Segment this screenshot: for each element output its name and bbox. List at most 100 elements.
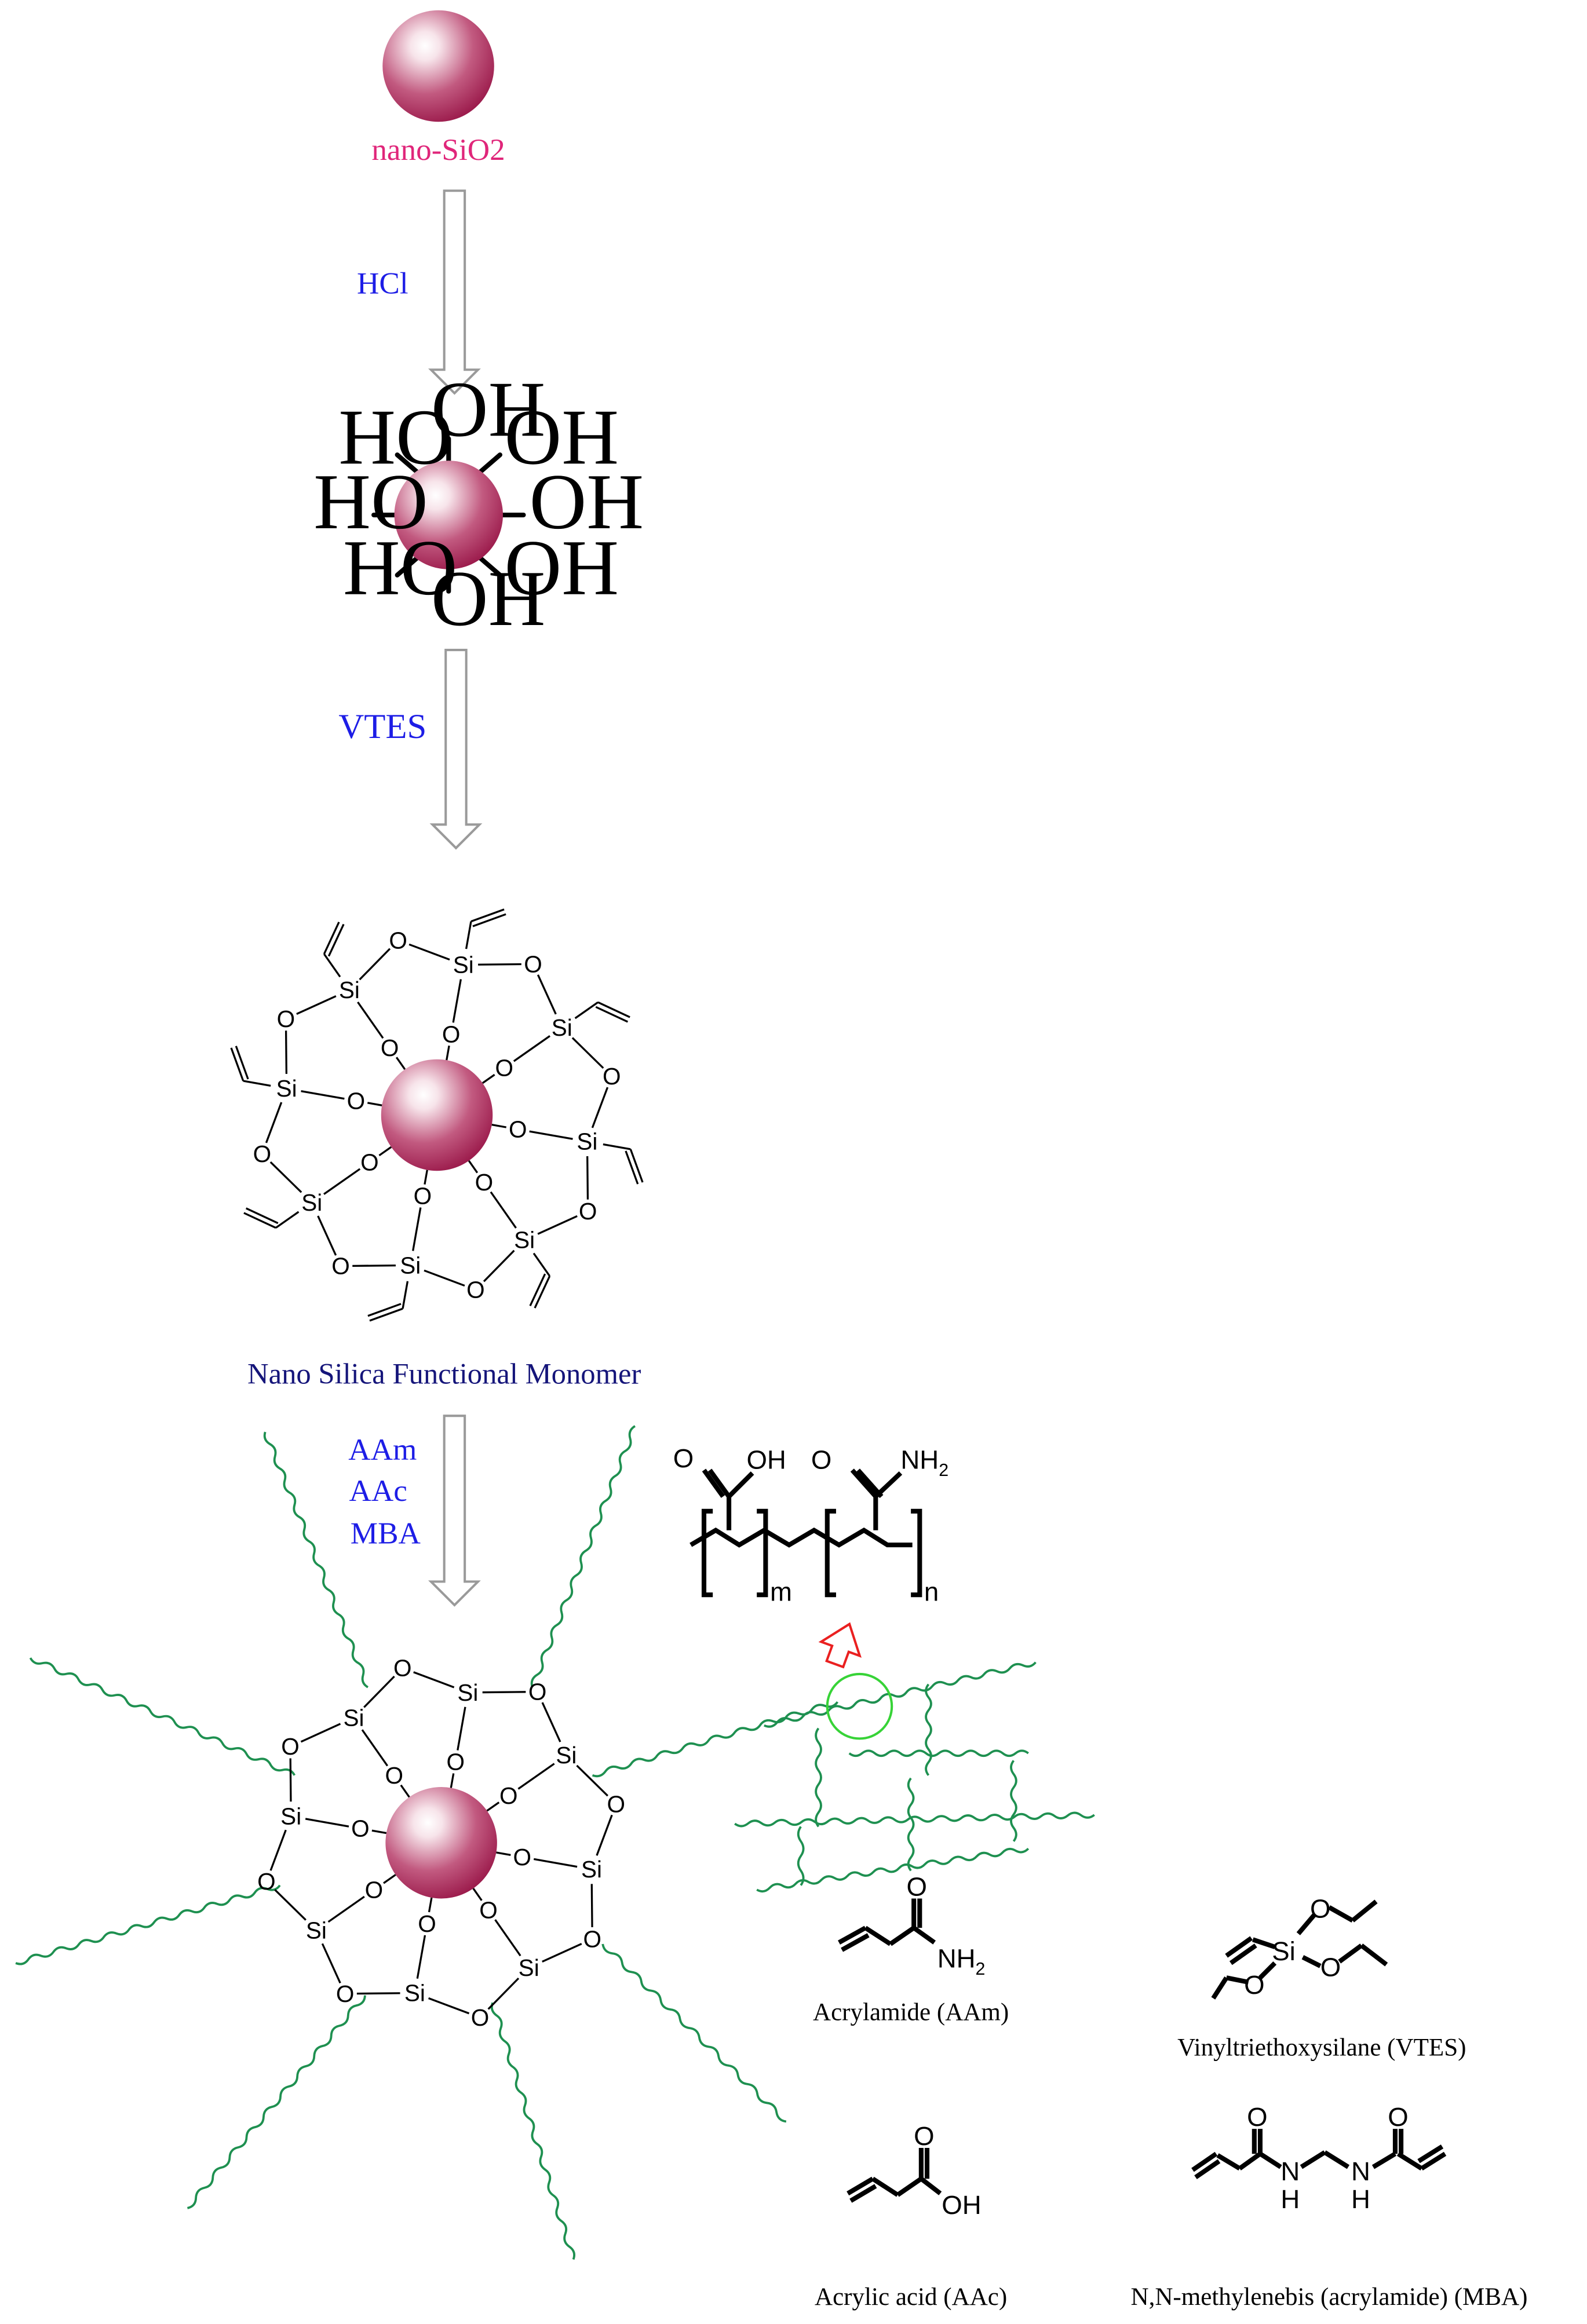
monomer-bridge-o: O xyxy=(466,1277,485,1303)
monomer-inner-o: O xyxy=(495,1055,513,1081)
core-bridge-o: O xyxy=(528,1679,547,1705)
grafted-chain xyxy=(490,2002,575,2260)
core-si: Si xyxy=(404,1980,425,2007)
core-inner-o: O xyxy=(513,1844,532,1870)
network-chain xyxy=(764,1661,1037,1728)
hydroxyl-bottom-left: HO xyxy=(343,524,458,612)
monomer-inner-o: O xyxy=(360,1149,379,1175)
network-chain xyxy=(756,1847,1030,1893)
monomer-inner-o: O xyxy=(414,1183,432,1209)
flow-arrow-polymerization xyxy=(428,1415,481,1607)
reagent-aac: AAc xyxy=(349,1474,407,1508)
acrylic-acid-oh: OH xyxy=(942,2190,981,2220)
monomer-si: Si xyxy=(453,952,474,978)
polymer-repeat-unit: O OH O NH2 m n xyxy=(673,1444,948,1606)
monomer-inner-o: O xyxy=(347,1087,366,1114)
grafted-chain xyxy=(601,1943,787,2123)
hydroxyl-right: OH xyxy=(530,458,644,546)
core-bridge-o: O xyxy=(336,1980,355,2007)
monomer-inner-o: O xyxy=(442,1021,461,1047)
core-bridge-o: O xyxy=(257,1868,276,1895)
reagent-aam: AAm xyxy=(348,1433,417,1467)
network-crosslink xyxy=(925,1683,932,1776)
network-crosslink xyxy=(815,1727,822,1828)
grafted-chain xyxy=(530,1425,636,1688)
core-inner-o: O xyxy=(479,1897,498,1923)
grafted-chain xyxy=(29,1657,296,1776)
acrylamide-label: Acrylamide (AAm) xyxy=(813,1999,1009,2026)
monomer-bridge-o: O xyxy=(579,1198,597,1225)
reagent-vtes: VTES xyxy=(338,707,426,746)
polymer-acid-oh: OH xyxy=(746,1445,786,1474)
flow-arrow-hcl xyxy=(428,189,481,395)
core-si: Si xyxy=(556,1742,577,1768)
core-si: Si xyxy=(344,1704,364,1731)
mba-n-left: N xyxy=(1280,2157,1300,2186)
network-crosslink xyxy=(848,1749,1029,1757)
hydroxylated-silica: OH OH OH OH OH HO HO HO xyxy=(313,365,644,642)
core-si: Si xyxy=(581,1856,602,1883)
vtes-label: Vinyltriethoxysilane (VTES) xyxy=(1177,2034,1466,2061)
mba-label: N,N-methylenebis (acrylamide) (MBA) xyxy=(1131,2283,1528,2311)
functional-monomer-label: Nano Silica Functional Monomer xyxy=(247,1357,641,1390)
reagent-mba: MBA xyxy=(351,1517,421,1551)
pointer-arrow xyxy=(818,1622,862,1669)
hydroxyl-left: HO xyxy=(313,458,428,546)
crosslinked-network xyxy=(734,1661,1095,1893)
vtes-o-right: O xyxy=(1320,1953,1341,1982)
mba-n-right: N xyxy=(1351,2157,1370,2186)
network-crosslink xyxy=(1010,1760,1017,1842)
acrylamide-o: O xyxy=(907,1872,927,1901)
acrylamide-structure xyxy=(838,1898,936,1952)
core-si: Si xyxy=(280,1803,301,1829)
core-inner-o: O xyxy=(365,1877,384,1903)
monomer-si: Si xyxy=(301,1189,322,1216)
acrylic-acid-label: Acrylic acid (AAc) xyxy=(815,2283,1007,2311)
core-si: Si xyxy=(519,1954,539,1981)
highlight-circle xyxy=(826,1672,893,1740)
polymer-acid-carbonyl-o: O xyxy=(673,1444,694,1473)
core-si: Si xyxy=(457,1679,478,1706)
grafted-chain xyxy=(592,1701,839,1778)
monomer-bridge-o: O xyxy=(253,1141,272,1167)
vtes-o-top: O xyxy=(1310,1894,1330,1923)
hydroxyl-top-left: HO xyxy=(338,393,453,481)
repeat-index-m: m xyxy=(770,1577,792,1606)
flow-arrow-vtes xyxy=(429,649,483,850)
repeat-index-n: n xyxy=(924,1577,939,1606)
mba-o-left: O xyxy=(1247,2102,1267,2132)
vtes-structure xyxy=(1211,1899,1388,2000)
core-inner-o: O xyxy=(351,1815,370,1842)
hydroxyl-top: OH xyxy=(431,365,546,453)
grafted-chain xyxy=(15,1884,281,1965)
polymer-amide-carbonyl-o: O xyxy=(811,1445,831,1474)
hydroxyl-bottom-right: OH xyxy=(505,524,619,612)
network-crosslink xyxy=(797,1826,805,1886)
hydroxyl-bottom: OH xyxy=(431,554,546,642)
network-chain xyxy=(734,1811,1095,1828)
core-si: Si xyxy=(306,1917,327,1943)
grafted-polymer-chains xyxy=(15,1425,839,2260)
monomer-bridge-o: O xyxy=(603,1063,621,1090)
nano-sio2-particle xyxy=(382,10,494,122)
monomer-bridge-o: O xyxy=(331,1253,350,1280)
monomer-si: Si xyxy=(514,1227,535,1254)
acrylic-acid-o: O xyxy=(914,2121,934,2151)
mba-h-right: H xyxy=(1351,2184,1370,2214)
mba-structure xyxy=(1191,2129,1447,2180)
acrylamide-nh2: NH2 xyxy=(937,1944,986,1979)
monomer-inner-o: O xyxy=(475,1169,494,1196)
hydroxyl-top-right: OH xyxy=(505,393,619,481)
monomer-bridge-o: O xyxy=(389,927,407,953)
starting-material-label: nano-SiO2 xyxy=(371,133,505,167)
core-bridge-o: O xyxy=(583,1925,601,1952)
core-bridge-o: O xyxy=(471,2004,490,2031)
monomer-si: Si xyxy=(339,977,360,1003)
mba-o-right: O xyxy=(1388,2102,1408,2132)
core-bridge-o: O xyxy=(281,1733,300,1760)
monomer-si: Si xyxy=(552,1014,572,1041)
core-bridge-o: O xyxy=(607,1790,626,1817)
mba-h-left: H xyxy=(1280,2184,1300,2214)
